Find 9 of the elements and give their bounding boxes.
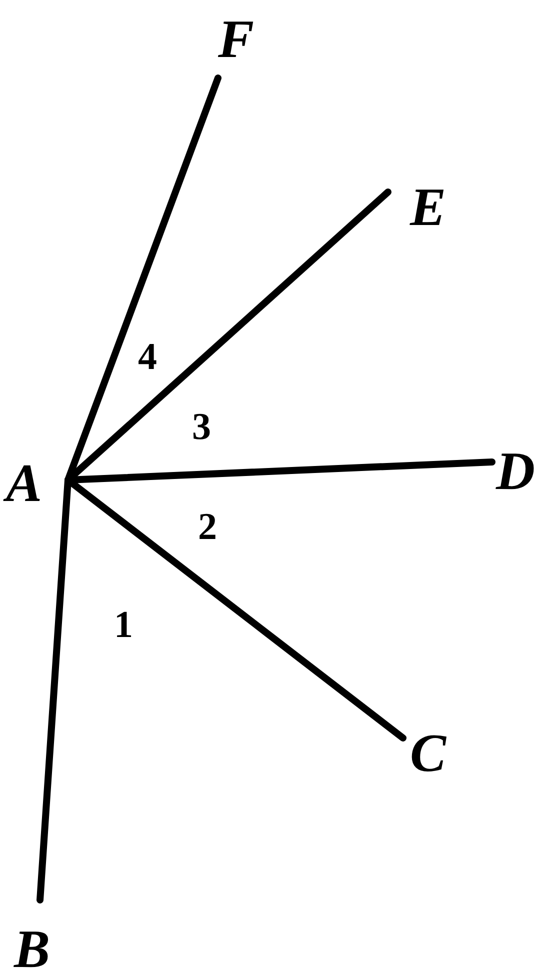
point-label: C xyxy=(410,726,446,780)
angle-number: 2 xyxy=(198,508,217,546)
point-label: D xyxy=(496,444,535,498)
angle-number: 4 xyxy=(138,338,157,376)
angle-number: 3 xyxy=(192,408,211,446)
point-label: E xyxy=(410,180,446,234)
point-label: F xyxy=(218,12,254,66)
point-label: B xyxy=(14,922,50,976)
angle-number: 1 xyxy=(114,606,133,644)
